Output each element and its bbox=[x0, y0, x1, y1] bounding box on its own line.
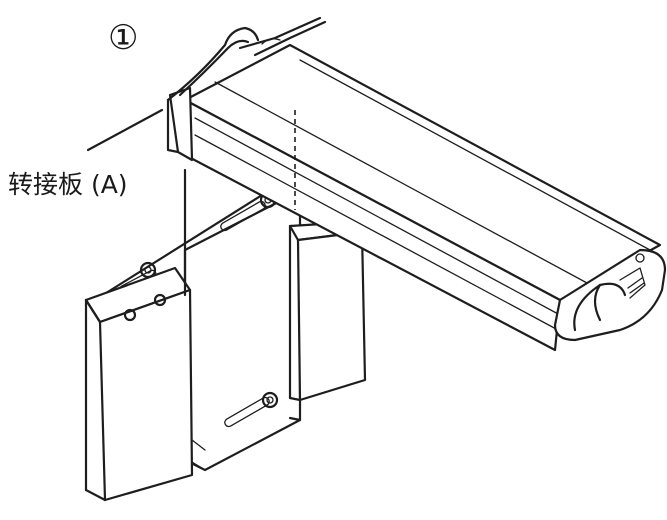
right-cover-block bbox=[288, 220, 367, 402]
adapter-plate-a bbox=[166, 16, 327, 154]
alignment-guides bbox=[86, 108, 296, 297]
part-label: 转接板 (A) bbox=[8, 170, 128, 199]
left-cover-block bbox=[84, 266, 206, 502]
rail-end-profile bbox=[553, 248, 667, 342]
lower-adjustment-slot bbox=[224, 391, 279, 428]
step-number: ① bbox=[108, 18, 139, 58]
head-rail bbox=[168, 43, 667, 352]
label-leader-line bbox=[86, 108, 164, 152]
